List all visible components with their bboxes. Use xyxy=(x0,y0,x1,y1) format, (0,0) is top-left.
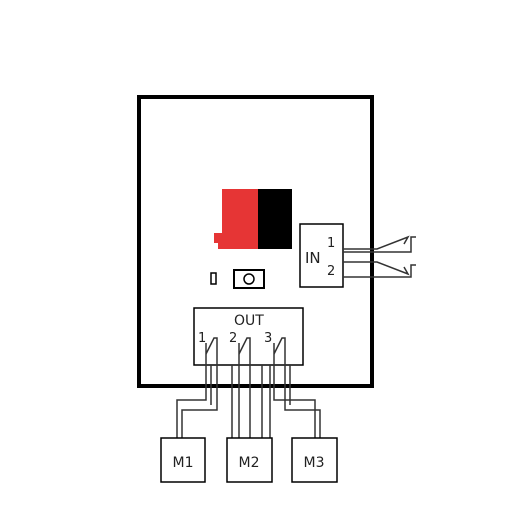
output-channel-3-label: 3 xyxy=(264,331,272,346)
m1-wire-a xyxy=(176,354,207,438)
input-switch-1 xyxy=(343,235,416,253)
output-module: OUT 1 2 3 xyxy=(193,307,304,366)
input-terminal-2-label: 2 xyxy=(327,264,335,279)
m1-wire-b xyxy=(181,343,218,438)
normally-open-switch-icon xyxy=(343,236,416,253)
m3-wire-b xyxy=(284,343,321,438)
motor-1-label: M1 xyxy=(173,455,194,471)
power-terminal-black xyxy=(258,189,292,249)
power-terminal-red xyxy=(214,189,258,249)
input-module-title: IN xyxy=(305,249,321,267)
relay-contact-icon xyxy=(273,337,286,355)
input-terminal-1-label: 1 xyxy=(327,236,335,251)
motor-3-label: M3 xyxy=(304,455,325,471)
input-module: IN 1 2 xyxy=(299,223,416,288)
motor-2-label: M2 xyxy=(239,455,260,471)
output-channel-2-label: 2 xyxy=(229,331,237,346)
motor-1: M1 xyxy=(160,437,206,483)
motor-3-box xyxy=(291,437,338,483)
input-1-wire xyxy=(343,235,410,250)
motor-2: M2 xyxy=(226,437,273,483)
output-channel-1-label: 1 xyxy=(198,331,206,346)
input-switch-2 xyxy=(343,261,416,278)
push-button-icon[interactable] xyxy=(233,269,265,289)
output-module-title: OUT xyxy=(234,313,264,329)
input-2-wire xyxy=(343,261,410,276)
relay-contact-icon xyxy=(205,337,218,355)
normally-open-switch-icon xyxy=(343,264,416,278)
m3-wire-a xyxy=(273,354,316,438)
motor-1-box xyxy=(160,437,206,483)
motor-3: M3 xyxy=(291,437,338,483)
power-terminal-block xyxy=(214,189,292,249)
status-led-icon xyxy=(210,272,217,285)
motor-wiring xyxy=(176,343,321,438)
input-module-box xyxy=(299,223,344,288)
relay-contact-icon xyxy=(238,337,251,355)
motor-2-box xyxy=(226,437,273,483)
device-housing xyxy=(137,95,374,388)
